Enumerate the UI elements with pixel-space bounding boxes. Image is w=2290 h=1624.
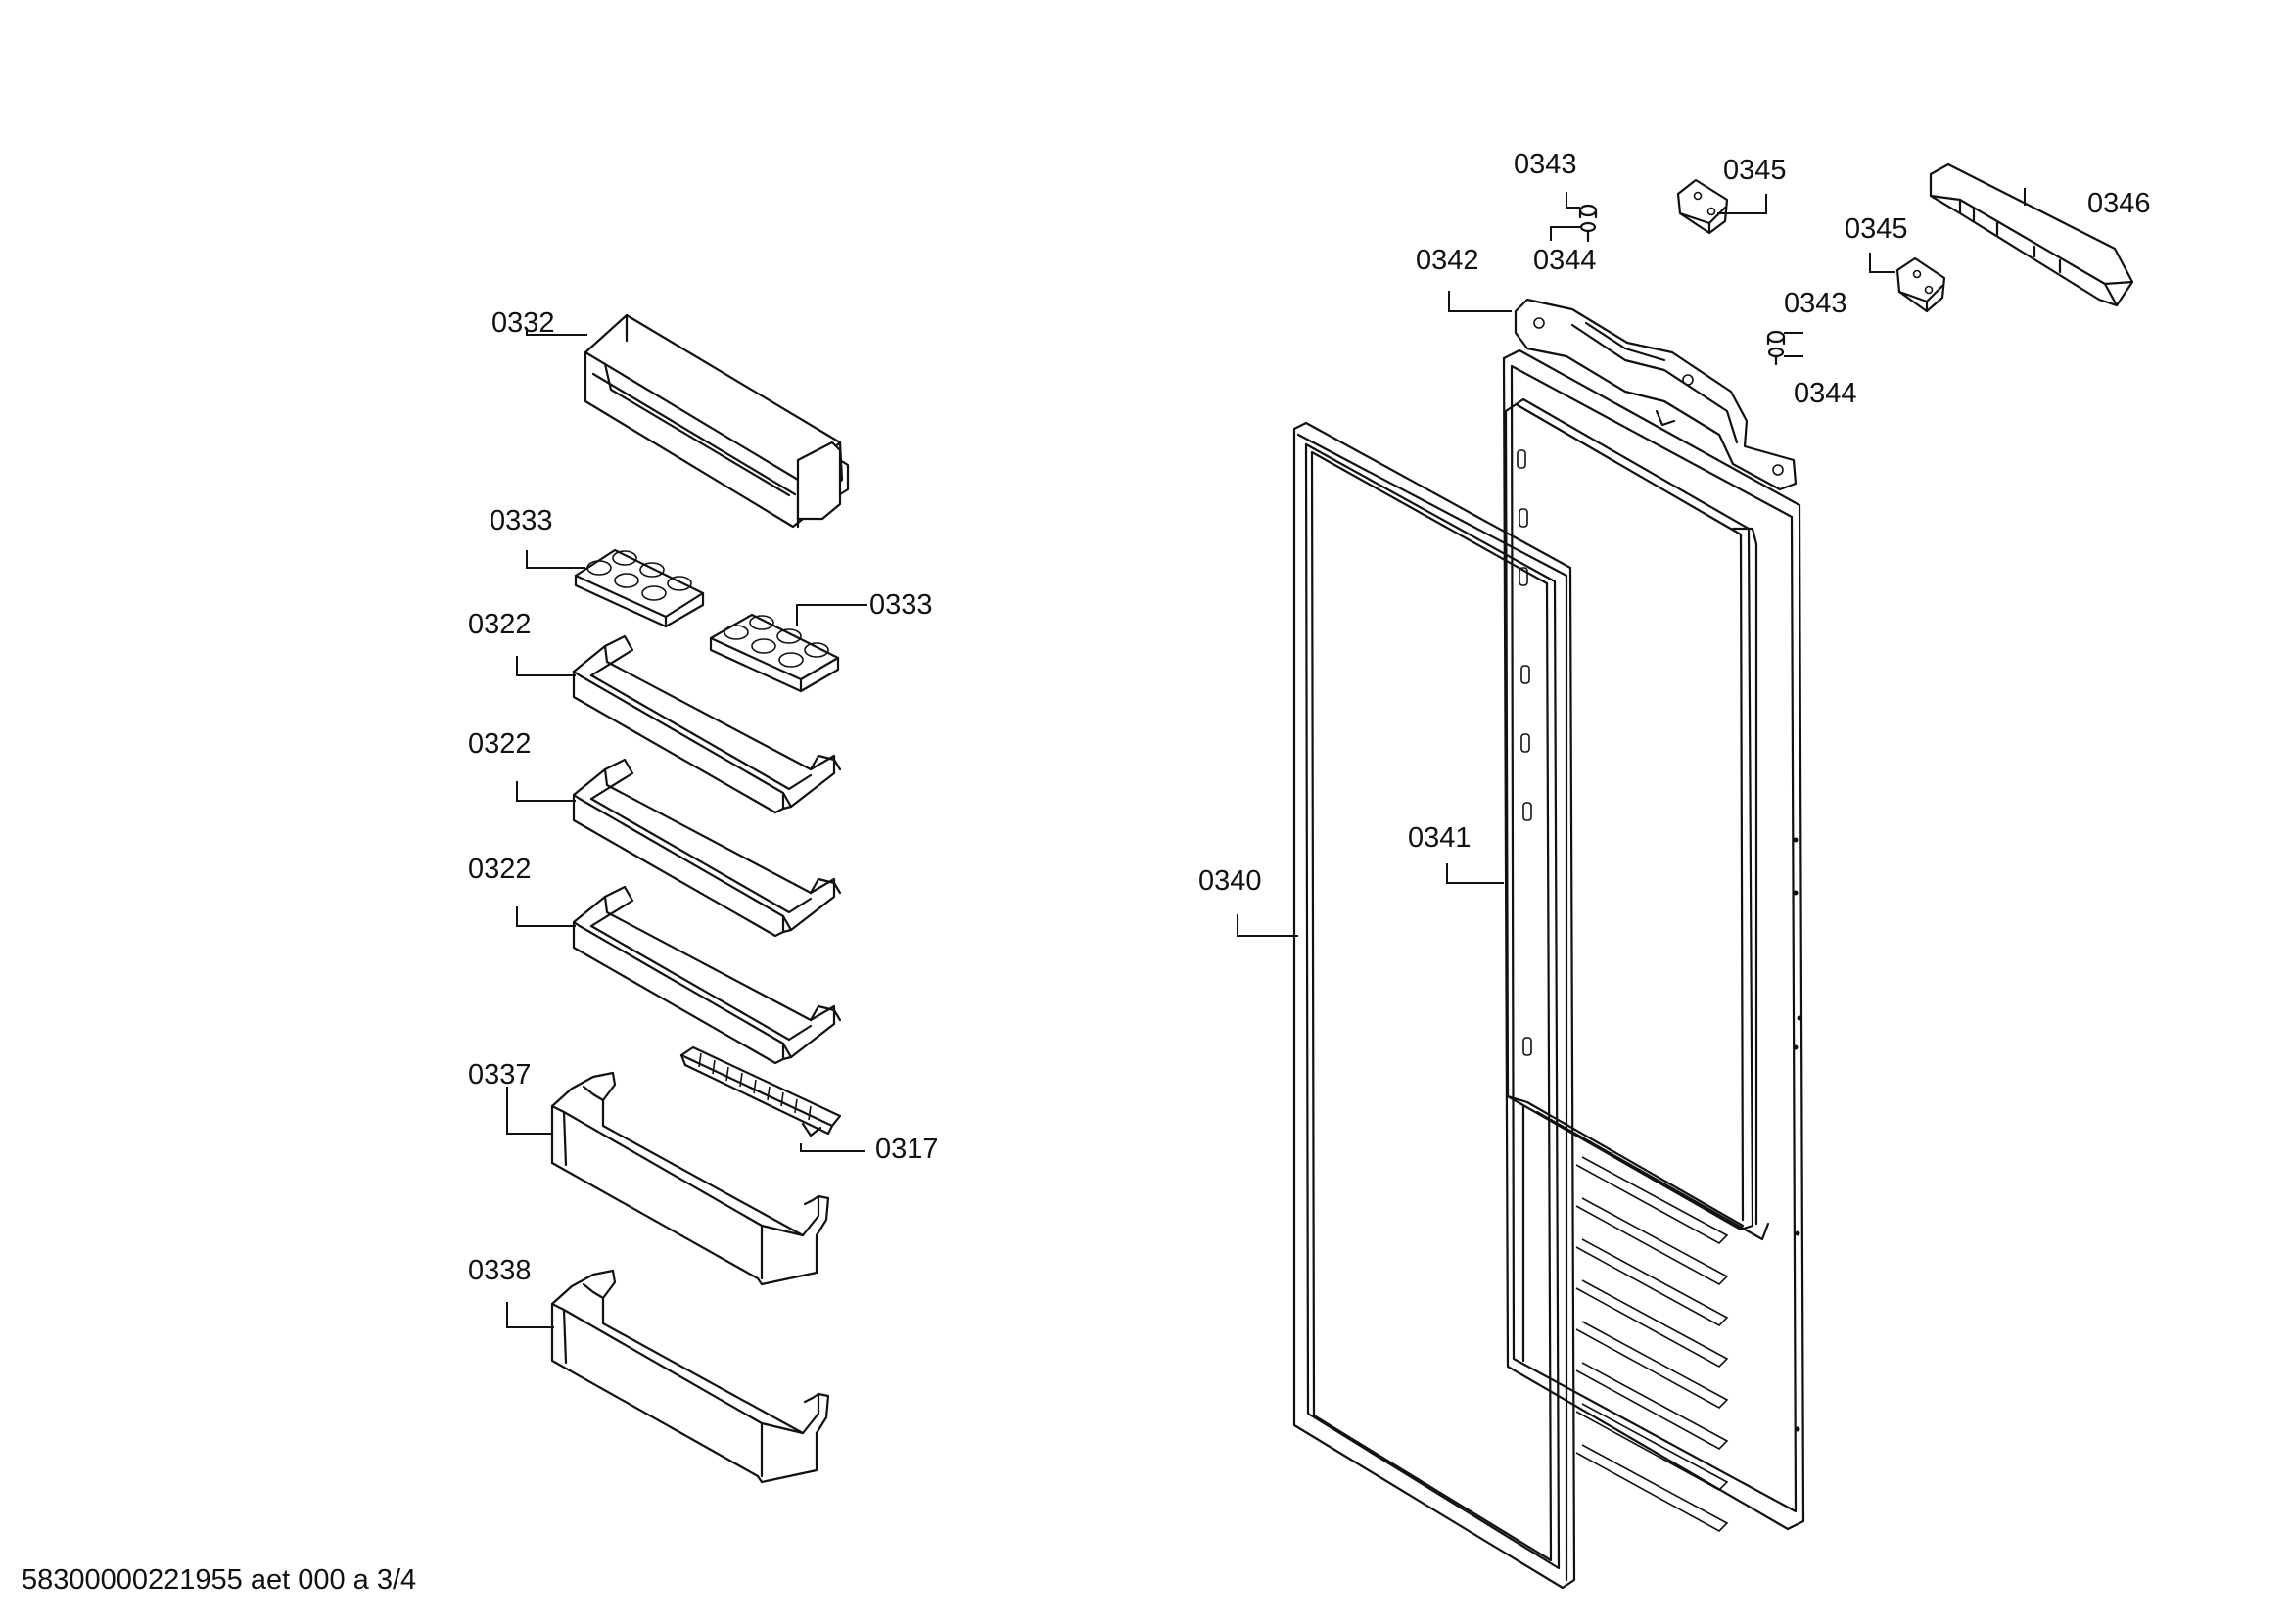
part-0343-0344-fastener-b (1766, 330, 1786, 366)
label-0333-a: 0333 (490, 505, 553, 536)
part-0332-covered-shelf (584, 313, 850, 529)
label-0343-b: 0343 (1784, 288, 1847, 319)
part-0317-bottle-rack (679, 1045, 842, 1137)
part-0333-egg-tray-b (709, 613, 840, 693)
door-shelf-0322 (572, 885, 842, 1065)
label-0342: 0342 (1416, 245, 1479, 276)
part-0345-hinge-plate-b (1895, 256, 1946, 313)
part-deep-bottle-shelves (550, 1071, 830, 1484)
label-0344-b: 0344 (1794, 378, 1857, 409)
label-0344-a: 0344 (1533, 245, 1597, 276)
deep-shelf-0338 (550, 1269, 830, 1484)
label-0317: 0317 (875, 1134, 939, 1165)
part-0340-door-gasket (1292, 421, 1576, 1590)
label-0338: 0338 (468, 1255, 532, 1286)
door-shelf-0322 (572, 758, 842, 938)
label-0322-a: 0322 (468, 609, 532, 640)
door-shelf-0322 (572, 634, 842, 814)
part-0333-egg-tray-a (574, 548, 705, 628)
label-0332: 0332 (491, 307, 555, 339)
drawing-footer: 58300000221955 aet 000 a 3/4 (22, 1564, 417, 1596)
part-0345-hinge-plate-a (1676, 178, 1729, 235)
label-0343-a: 0343 (1514, 149, 1577, 180)
deep-shelf-0337 (550, 1071, 830, 1286)
label-0341: 0341 (1408, 822, 1472, 854)
label-0322-c: 0322 (468, 854, 532, 885)
part-0346-top-cover (1929, 162, 2134, 307)
label-0322-b: 0322 (468, 728, 532, 760)
part-0342-hinge-bracket (1514, 298, 1798, 491)
label-0345-a: 0345 (1723, 155, 1787, 186)
label-0345-b: 0345 (1845, 213, 1908, 245)
label-0340: 0340 (1198, 865, 1262, 897)
leader-lines (506, 188, 2026, 1328)
label-0346: 0346 (2087, 188, 2151, 219)
part-0322-door-shelves (572, 634, 842, 1065)
label-0333-b: 0333 (869, 589, 933, 621)
part-0341-inner-door-liner (1502, 348, 1805, 1532)
part-0343-0344-fastener-a (1578, 204, 1598, 243)
label-0337: 0337 (468, 1059, 532, 1090)
